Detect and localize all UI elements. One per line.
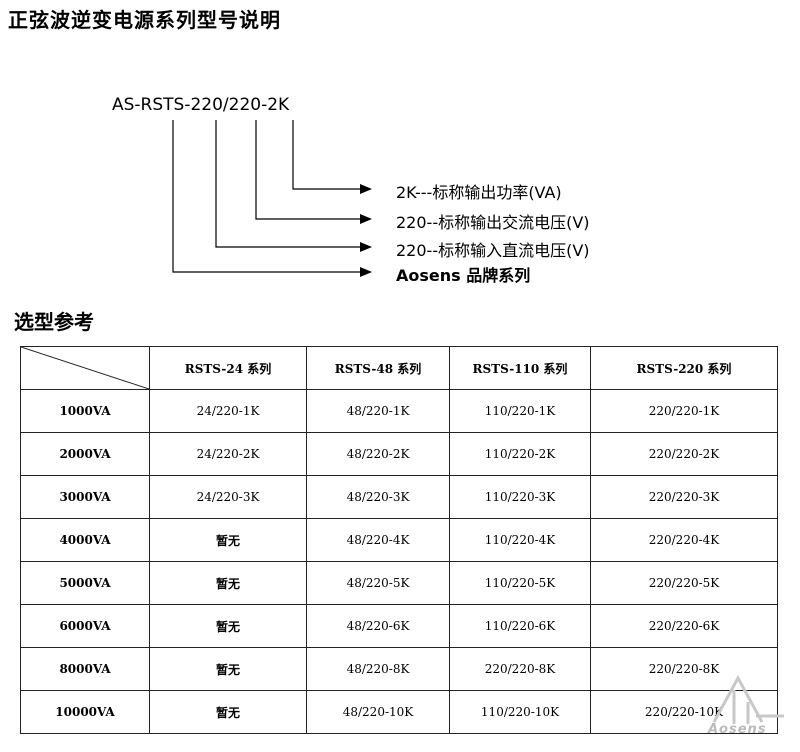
model-cell: 48/220-6K <box>306 604 450 648</box>
table-row: 1000VA 24/220-1K 48/220-1K 110/220-1K 22… <box>20 389 778 433</box>
model-cell: 220/220-1K <box>590 389 778 433</box>
power-cell: 6000VA <box>20 604 150 648</box>
model-cell: 24/220-2K <box>149 432 307 476</box>
model-cell: 110/220-4K <box>449 518 591 562</box>
model-cell: 48/220-8K <box>306 647 450 691</box>
model-breakdown-diagram <box>172 120 372 277</box>
model-cell: 暂无 <box>149 561 307 605</box>
model-cell: 暂无 <box>149 518 307 562</box>
table-row: 3000VA 24/220-3K 48/220-3K 110/220-3K 22… <box>20 475 778 519</box>
model-cell: 220/220-4K <box>590 518 778 562</box>
column-header: RSTS-220 系列 <box>590 346 778 390</box>
power-cell: 8000VA <box>20 647 150 691</box>
watermark-logo-icon <box>712 674 784 724</box>
table-header-row: RSTS-24 系列 RSTS-48 系列 RSTS-110 系列 RSTS-2… <box>20 346 778 390</box>
model-cell: 110/220-2K <box>449 432 591 476</box>
table-row: 2000VA 24/220-2K 48/220-2K 110/220-2K 22… <box>20 432 778 476</box>
model-cell: 220/220-10K <box>590 690 778 734</box>
model-cell: 48/220-10K <box>306 690 450 734</box>
model-cell: 暂无 <box>149 690 307 734</box>
power-cell: 10000VA <box>20 690 150 734</box>
model-cell: 暂无 <box>149 647 307 691</box>
column-header: RSTS-24 系列 <box>149 346 307 390</box>
model-cell: 110/220-6K <box>449 604 591 648</box>
model-cell: 48/220-3K <box>306 475 450 519</box>
model-cell: 110/220-10K <box>449 690 591 734</box>
model-cell: 110/220-5K <box>449 561 591 605</box>
table-row: 10000VA 暂无 48/220-10K 110/220-10K 220/22… <box>20 690 778 734</box>
power-cell: 4000VA <box>20 518 150 562</box>
explain-output-voltage: 220--标称输出交流电压(V) <box>396 213 590 232</box>
table-row: 6000VA 暂无 48/220-6K 110/220-6K 220/220-6… <box>20 604 778 648</box>
model-cell: 48/220-2K <box>306 432 450 476</box>
column-header: RSTS-48 系列 <box>306 346 450 390</box>
model-cell: 110/220-1K <box>449 389 591 433</box>
explain-brand: Aosens 品牌系列 <box>396 266 531 285</box>
power-cell: 1000VA <box>20 389 150 433</box>
model-cell: 48/220-5K <box>306 561 450 605</box>
table-row: 4000VA 暂无 48/220-4K 110/220-4K 220/220-4… <box>20 518 778 562</box>
table-row: 5000VA 暂无 48/220-5K 110/220-5K 220/220-5… <box>20 561 778 605</box>
section-title: 选型参考 <box>14 310 94 334</box>
power-cell: 5000VA <box>20 561 150 605</box>
model-code: AS-RSTS-220/220-2K <box>112 95 290 115</box>
model-cell: 48/220-1K <box>306 389 450 433</box>
page-title: 正弦波逆变电源系列型号说明 <box>8 8 281 32</box>
power-cell: 3000VA <box>20 475 150 519</box>
selection-table: RSTS-24 系列 RSTS-48 系列 RSTS-110 系列 RSTS-2… <box>20 346 778 734</box>
model-cell: 220/220-6K <box>590 604 778 648</box>
model-cell: 暂无 <box>149 604 307 648</box>
power-cell: 2000VA <box>20 432 150 476</box>
model-cell: 220/220-5K <box>590 561 778 605</box>
explain-input-voltage: 220--标称输入直流电压(V) <box>396 241 590 260</box>
model-cell: 220/220-3K <box>590 475 778 519</box>
model-cell: 48/220-4K <box>306 518 450 562</box>
model-cell: 220/220-2K <box>590 432 778 476</box>
model-cell: 24/220-3K <box>149 475 307 519</box>
explain-power: 2K---标称输出功率(VA) <box>396 183 562 202</box>
table-row: 8000VA 暂无 48/220-8K 220/220-8K 220/220-8… <box>20 647 778 691</box>
model-cell: 220/220-8K <box>449 647 591 691</box>
model-cell: 110/220-3K <box>449 475 591 519</box>
watermark-text: Aosens <box>708 722 767 737</box>
table-corner-cell <box>20 346 150 390</box>
model-cell: 24/220-1K <box>149 389 307 433</box>
column-header: RSTS-110 系列 <box>449 346 591 390</box>
